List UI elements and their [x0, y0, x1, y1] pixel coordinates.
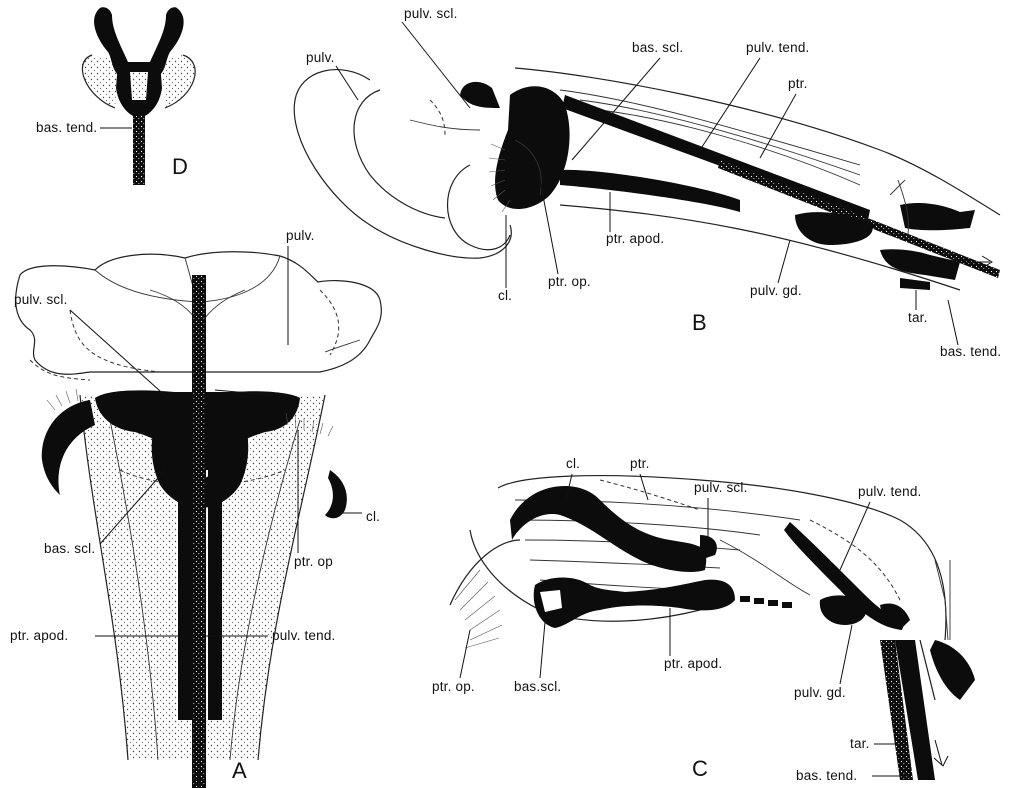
d-label-bas-tend: bas. tend.: [36, 120, 97, 135]
c-label-ptr: ptr.: [630, 456, 650, 471]
a-label-cl: cl.: [366, 509, 380, 524]
panel-d-letter: D: [172, 154, 188, 179]
b-label-ptr-apod: ptr. apod.: [606, 231, 664, 246]
a-label-bas-scl: bas. scl.: [44, 541, 95, 556]
c-label-pulv-scl: pulv. scl.: [694, 480, 748, 495]
b-label-cl: cl.: [498, 288, 512, 303]
a-label-ptr-op: ptr. op: [294, 554, 333, 569]
b-label-pulv: pulv.: [306, 50, 335, 65]
c-label-cl: cl.: [566, 456, 580, 471]
panel-b-drawing: [294, 68, 1000, 290]
panel-a-letter: A: [232, 758, 247, 783]
panel-a-drawing: [16, 252, 382, 788]
panel-c-letter: C: [692, 756, 708, 781]
b-label-bas-tend: bas. tend.: [940, 344, 1001, 359]
c-label-pulv-tend: pulv. tend.: [858, 484, 922, 499]
b-label-tar: tar.: [908, 310, 928, 325]
c-label-bas-tend: bas. tend.: [796, 768, 857, 783]
b-label-pulv-scl: pulv. scl.: [404, 6, 458, 21]
c-label-ptr-apod: ptr. apod.: [664, 656, 722, 671]
c-label-tar: tar.: [850, 736, 870, 751]
b-label-ptr-op: ptr. op.: [548, 274, 591, 289]
a-label-pulv: pulv.: [286, 228, 315, 243]
a-label-ptr-apod: ptr. apod.: [10, 628, 68, 643]
c-label-ptr-op: ptr. op.: [432, 679, 475, 694]
b-label-pulv-gd: pulv. gd.: [750, 283, 802, 298]
c-label-pulv-gd: pulv. gd.: [794, 685, 846, 700]
b-label-pulv-tend: pulv. tend.: [746, 40, 810, 55]
panel-c-drawing: [450, 476, 975, 780]
b-label-bas-scl: bas. scl.: [632, 40, 683, 55]
a-label-pulv-tend: pulv. tend.: [272, 628, 336, 643]
c-label-bas-scl: bas.scl.: [514, 679, 561, 694]
b-label-ptr: ptr.: [788, 76, 808, 91]
a-label-pulv-scl: pulv. scl.: [14, 292, 68, 307]
panel-b-letter: B: [692, 310, 707, 335]
